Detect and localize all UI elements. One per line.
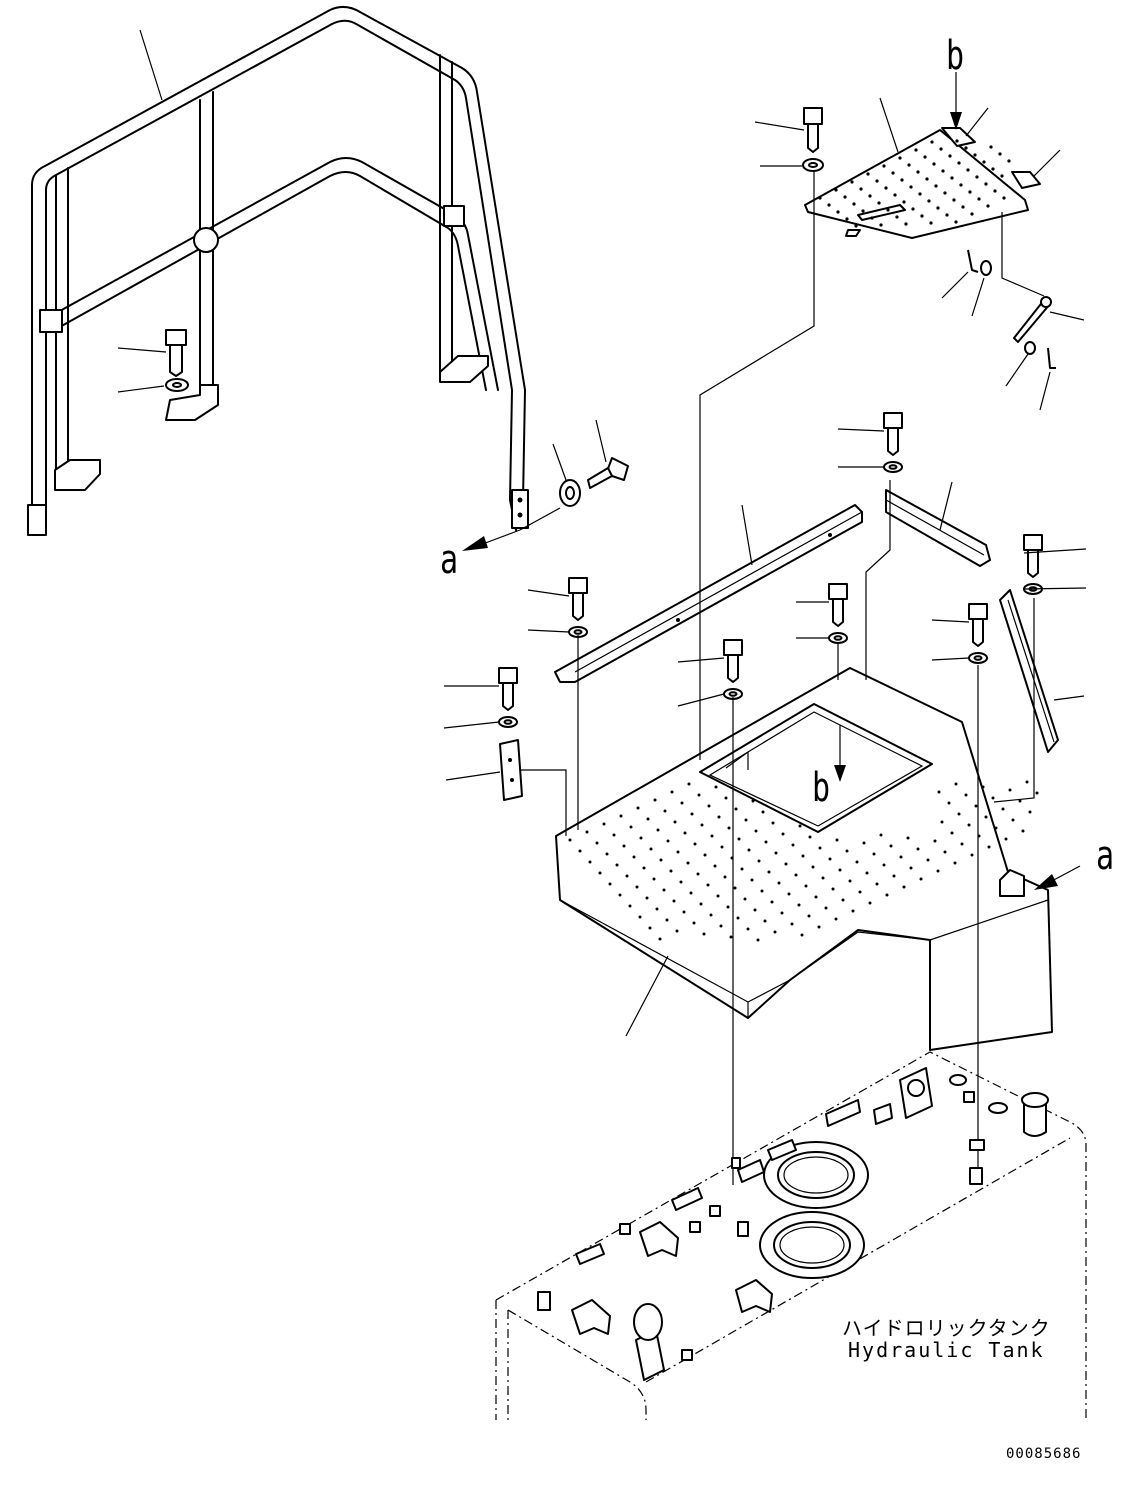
handrail-bolt <box>117 329 187 377</box>
clamp-spacer <box>552 443 581 507</box>
tank-name-en: Hydraulic Tank <box>848 1338 1045 1362</box>
bolt-washer-set <box>527 577 588 638</box>
hydraulic-tank <box>495 1051 1087 1420</box>
bolt-washer-set <box>1023 534 1087 595</box>
bolt-washer-set <box>837 412 903 473</box>
cover-washer <box>760 158 824 172</box>
short-bracket <box>885 481 991 567</box>
leader-hinge-1 <box>965 107 989 137</box>
label-a-side: a <box>1096 833 1115 879</box>
bolt-washer-set <box>443 667 518 729</box>
leader-hinge-2 <box>1033 149 1061 177</box>
label-a-top: a <box>440 537 459 583</box>
label-b-top: b <box>946 33 965 79</box>
long-bracket <box>554 504 863 683</box>
top-cover-plate <box>804 127 1041 239</box>
cover-bolt <box>754 107 823 153</box>
assembly-lines <box>520 170 1035 1185</box>
handrail <box>27 6 529 536</box>
view-arrow-b-top <box>950 72 962 130</box>
clamp-bolt <box>587 419 629 489</box>
label-b-center: b <box>812 765 831 811</box>
bolt-washer-set <box>931 603 988 664</box>
view-arrow-a-top <box>462 529 521 551</box>
view-arrow-a-side <box>1034 865 1081 890</box>
floor-plate <box>555 667 1053 1051</box>
handrail-washer <box>117 378 189 393</box>
leader-cover-plate <box>879 97 899 153</box>
view-arrow-b-center <box>834 725 846 782</box>
leader-floor-plate <box>625 955 669 1037</box>
drawing-number: 00085686 <box>1006 1446 1082 1462</box>
stay-plate <box>445 739 523 801</box>
bolt-washer-set <box>677 639 743 707</box>
leader-handrail <box>139 29 163 101</box>
leader-clamp <box>519 507 561 531</box>
right-bracket <box>999 589 1085 753</box>
bolt-washer-set <box>796 583 848 644</box>
tank-name-jp: ハイドロリックタンク <box>842 1316 1051 1340</box>
latch-parts <box>941 212 1085 411</box>
